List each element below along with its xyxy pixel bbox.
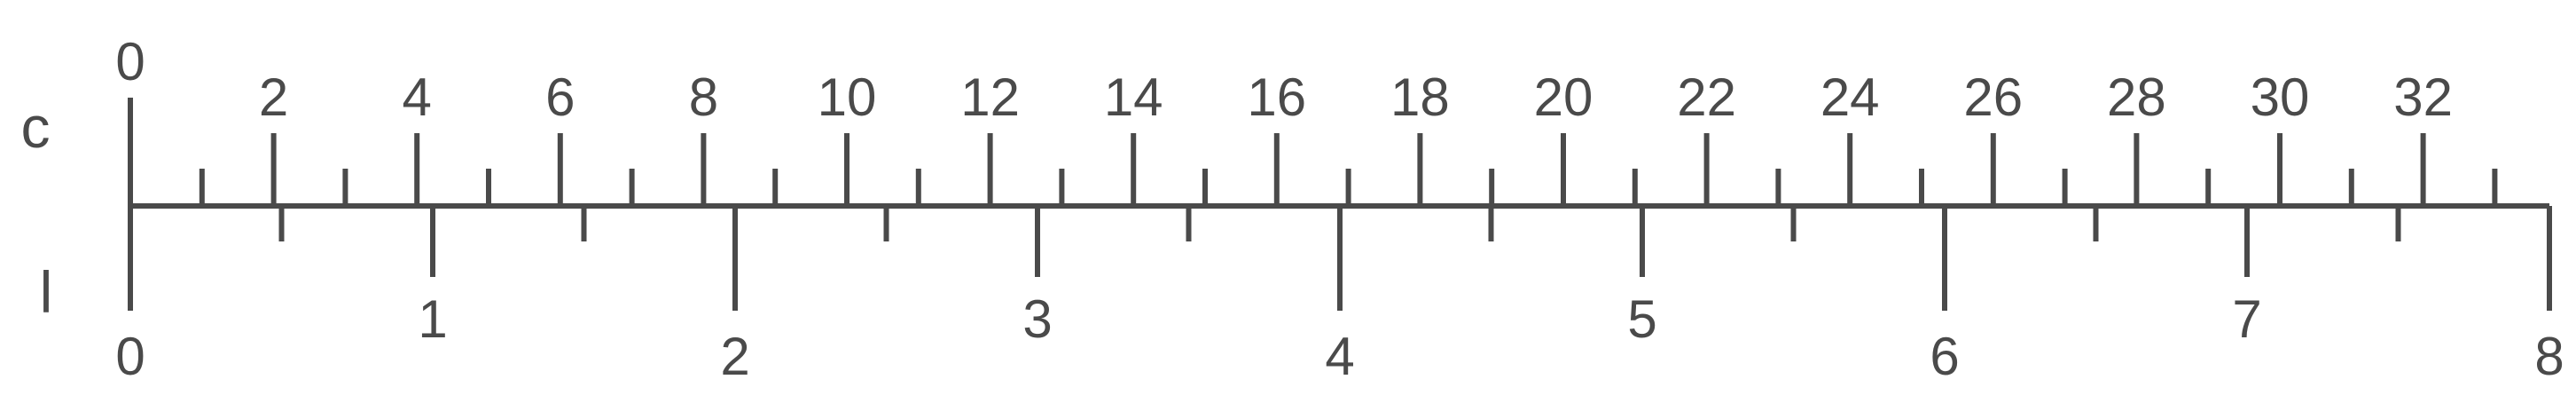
bottom-row-label: l	[40, 259, 53, 325]
bottom-tick-label: 8	[2534, 327, 2564, 386]
top-tick-label: 12	[960, 67, 1020, 127]
top-tick-label: 30	[2251, 67, 2310, 127]
top-tick-label: 24	[1820, 67, 1880, 127]
top-tick-label: 0	[115, 32, 145, 91]
bottom-tick-label: 6	[1930, 327, 1959, 386]
bottom-scale-ticks	[128, 206, 2552, 311]
bottom-tick-label: 4	[1325, 327, 1354, 386]
bottom-scale-labels: 0 1 2 3 4 5 6 7 8	[115, 289, 2564, 386]
top-tick-label: 26	[1963, 67, 2023, 127]
top-tick-label: 16	[1247, 67, 1306, 127]
bottom-tick-label: 2	[720, 327, 749, 386]
top-row-label: c	[21, 94, 51, 160]
top-tick-label: 8	[689, 67, 718, 127]
top-tick-label: 10	[818, 67, 877, 127]
top-tick-label: 4	[403, 67, 432, 127]
top-tick-label: 18	[1390, 67, 1450, 127]
bottom-tick-label: 0	[115, 327, 145, 386]
top-tick-label: 28	[2107, 67, 2166, 127]
top-tick-label: 2	[259, 67, 288, 127]
top-tick-label: 6	[545, 67, 575, 127]
top-tick-label: 14	[1104, 67, 1163, 127]
top-tick-label: 22	[1677, 67, 1736, 127]
bottom-tick-label: 7	[2232, 289, 2261, 349]
bottom-tick-label: 1	[418, 289, 447, 349]
top-scale-ticks	[128, 98, 2498, 206]
top-tick-label: 20	[1534, 67, 1593, 127]
bottom-tick-label: 5	[1627, 289, 1656, 349]
bottom-tick-label: 3	[1022, 289, 1052, 349]
top-tick-label: 32	[2393, 67, 2453, 127]
